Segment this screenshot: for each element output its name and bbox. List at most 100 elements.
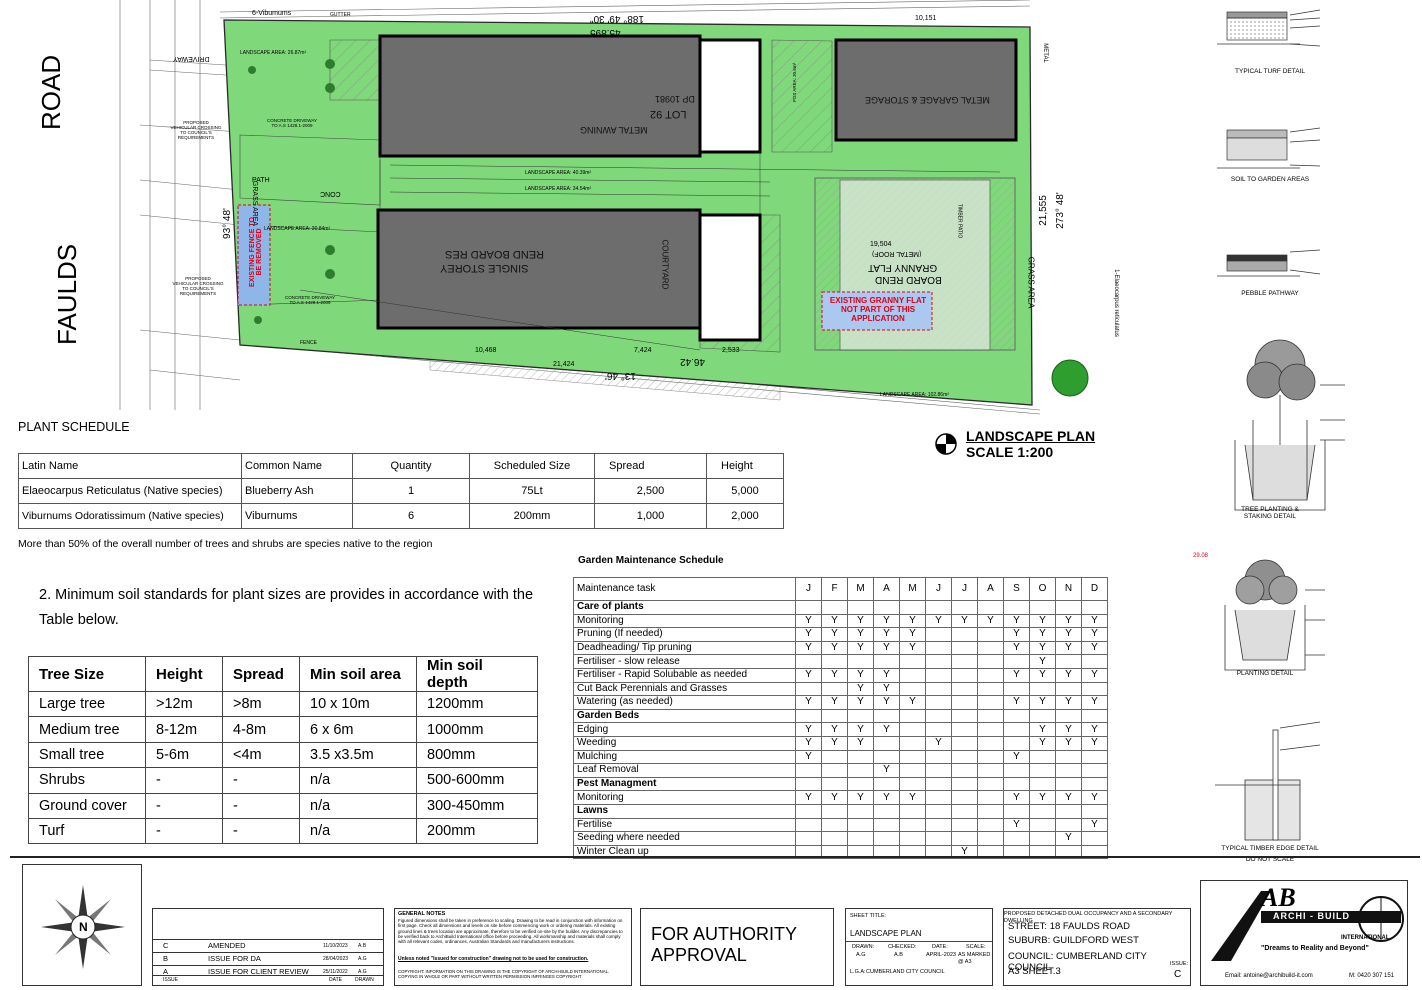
month-cell	[873, 735, 900, 751]
month-cell	[977, 681, 1004, 697]
month-cell: Y	[977, 613, 1004, 629]
month-cell: Y	[1003, 613, 1030, 629]
month-cell	[977, 722, 1004, 737]
month-cell: Y	[873, 613, 900, 629]
month-cell	[1081, 749, 1108, 765]
month-cell	[847, 600, 874, 615]
month-header: O	[1029, 577, 1056, 601]
month-cell: Y	[795, 695, 822, 710]
cell: Shrubs	[28, 767, 146, 794]
month-cell	[873, 749, 900, 765]
driveway-label: DRIVEWAY	[173, 55, 210, 62]
pos-area: POS AREA: 30.6m²	[792, 62, 798, 103]
month-cell	[873, 654, 900, 669]
plan-scale: SCALE 1:200	[966, 444, 1054, 460]
month-cell: Y	[1003, 790, 1030, 805]
month-cell	[951, 695, 978, 710]
month-cell	[1081, 654, 1108, 669]
month-header: J	[925, 577, 952, 601]
rev-header-drawn: DRAWN	[355, 977, 374, 983]
month-cell: Y	[1055, 735, 1082, 751]
approval-box: FOR AUTHORITY APPROVAL	[640, 908, 834, 986]
month-cell	[795, 600, 822, 615]
month-header: S	[1003, 577, 1030, 601]
month-cell: Y	[821, 735, 848, 751]
month-cell	[977, 803, 1004, 819]
dim-right: 21,555	[1037, 195, 1049, 226]
month-cell	[899, 763, 926, 778]
approval-line1: FOR AUTHORITY	[651, 924, 798, 944]
month-cell	[977, 654, 1004, 669]
task-cell: Fertiliser - slow release	[573, 654, 796, 669]
month-cell	[951, 708, 978, 724]
drawn-value: A.G	[856, 952, 866, 958]
logo-tagline: "Dreams to Reality and Beyond"	[1261, 945, 1369, 952]
month-cell: Y	[899, 640, 926, 656]
month-cell: Y	[847, 722, 874, 737]
cell: 3.5 x3.5m	[299, 741, 417, 769]
month-cell	[1081, 708, 1108, 724]
month-cell	[847, 763, 874, 778]
month-cell: Y	[847, 640, 874, 656]
month-cell	[977, 667, 1004, 683]
soil-note-line2: Table below.	[39, 612, 119, 628]
month-cell	[873, 600, 900, 615]
logo-name: ARCHI - BUILD	[1273, 911, 1350, 921]
month-cell	[1055, 708, 1082, 724]
cell: 5,000	[706, 478, 784, 504]
cell: Viburnums Odoratissimum (Native species)	[18, 503, 242, 529]
rev-header-issue: ISSUE	[163, 977, 179, 983]
dim-2533: 2,533	[722, 347, 740, 354]
month-cell: Y	[821, 790, 848, 805]
month-cell: Y	[1029, 654, 1056, 669]
month-cell	[925, 749, 952, 765]
month-cell	[873, 708, 900, 724]
table-row: Fertiliser - slow release Y	[573, 654, 1108, 669]
cell: Viburnums	[241, 503, 353, 529]
month-cell	[795, 681, 822, 697]
month-cell	[873, 803, 900, 819]
task-cell: Deadheading/ Tip pruning	[573, 640, 796, 656]
month-cell	[1003, 735, 1030, 751]
task-cell: Weeding	[573, 735, 796, 751]
council: COUNCIL: CUMBERLAND CITY COUNCIL	[1008, 951, 1147, 973]
month-cell	[1081, 803, 1108, 819]
month-cell	[951, 790, 978, 805]
month-cell	[977, 640, 1004, 656]
month-cell	[925, 695, 952, 710]
granny-flat-note: EXISTING GRANNY FLAT NOT PART OF THIS AP…	[829, 296, 927, 323]
cell: Elaeocarpus Reticulatus (Native species)	[18, 478, 242, 504]
month-cell: Y	[795, 667, 822, 683]
month-cell	[1029, 708, 1056, 724]
month-cell	[925, 600, 952, 615]
month-cell	[1029, 776, 1056, 792]
month-cell: Y	[1003, 667, 1030, 683]
rev-header-date: DATE	[329, 977, 342, 983]
month-cell	[873, 817, 900, 833]
detail-title-tree-planting: TREE PLANTING & STAKING DETAIL	[1241, 506, 1299, 520]
task-cell: Pest Managment	[573, 776, 796, 792]
month-cell: Y	[899, 627, 926, 642]
month-cell: Y	[899, 790, 926, 805]
task-cell: Edging	[573, 722, 796, 737]
month-header: M	[847, 577, 874, 601]
month-cell: Y	[925, 735, 952, 751]
scale-value: AS MARKED @ A3	[958, 952, 991, 965]
month-cell	[977, 695, 1004, 710]
month-cell	[1003, 708, 1030, 724]
month-cell	[925, 831, 952, 846]
red-note: 29.08	[1193, 553, 1209, 559]
month-cell	[899, 681, 926, 697]
cell: Blueberry Ash	[241, 478, 353, 504]
month-cell: Y	[873, 640, 900, 656]
month-cell	[821, 763, 848, 778]
cell: Turf	[28, 817, 146, 845]
landscape-area-1: LANDSCAPE AREA: 26.87m²	[240, 50, 307, 56]
month-cell: Y	[1003, 817, 1030, 833]
header-cell: Min soil area	[299, 656, 417, 692]
month-cell	[873, 776, 900, 792]
header-cell: Scheduled Size	[469, 453, 595, 479]
